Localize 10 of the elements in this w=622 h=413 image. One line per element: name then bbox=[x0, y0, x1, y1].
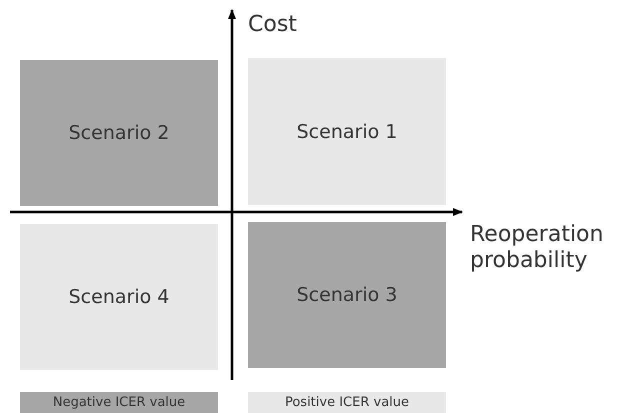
scenario-label: Scenario 2 bbox=[68, 122, 170, 144]
scenario-label: Scenario 3 bbox=[296, 284, 398, 306]
legend-text: Negative ICER value bbox=[52, 395, 186, 410]
scenario-box bbox=[20, 60, 218, 206]
axis-label: Cost bbox=[248, 12, 298, 38]
scenario-box bbox=[248, 222, 446, 368]
scenario-label: Scenario 1 bbox=[296, 120, 398, 142]
legend-text: Positive ICER value bbox=[284, 395, 410, 410]
axis-label: Reoperation probability bbox=[470, 222, 604, 274]
scenario-label: Scenario 4 bbox=[68, 286, 170, 308]
